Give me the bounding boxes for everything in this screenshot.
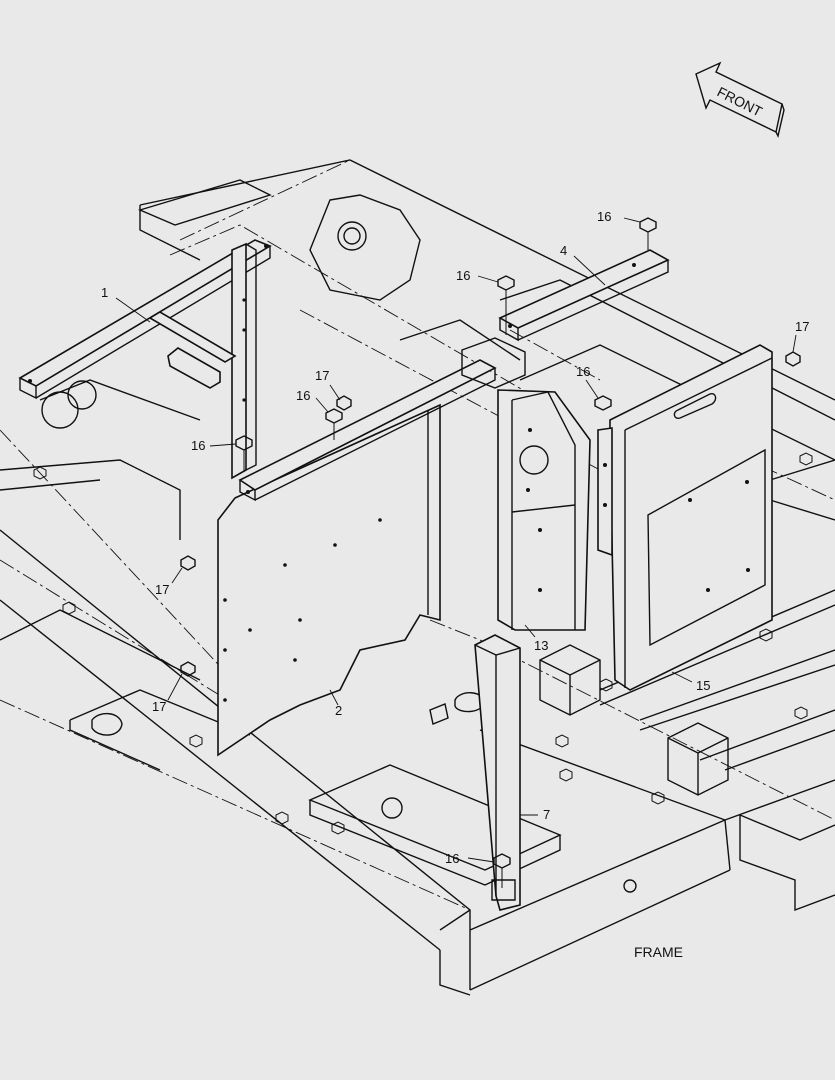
part-13-vertical-bracket (497, 389, 591, 631)
bolt-16-b (497, 275, 515, 335)
callout-16-f: 16 (445, 851, 459, 866)
part-7-front-post (474, 634, 521, 911)
base-frame (0, 159, 835, 996)
callout-17-c: 17 (155, 582, 169, 597)
callout-16-c: 16 (576, 364, 590, 379)
callout-16-b: 16 (456, 268, 470, 283)
bolt-16-e (235, 435, 253, 472)
bolt-16-a (639, 217, 657, 250)
bolt-16-d (325, 408, 343, 440)
callout-16-a: 16 (597, 209, 611, 224)
callouts: 1 2 4 7 13 15 16 16 16 16 16 16 17 17 17… (101, 209, 809, 960)
part-1-rear-bracket (18, 239, 272, 480)
callout-17-d: 17 (152, 699, 166, 714)
fasteners (180, 217, 801, 888)
bolt-16-c (594, 395, 612, 411)
callout-13: 13 (534, 638, 548, 653)
bolt-16-f (493, 853, 511, 888)
callout-4: 4 (560, 243, 567, 258)
callout-16-e: 16 (191, 438, 205, 453)
front-arrow: FRONT (695, 61, 785, 139)
callout-1: 1 (101, 285, 108, 300)
nut-17-c (180, 555, 196, 571)
part-4-upper-bracket (498, 249, 670, 342)
callout-7: 7 (543, 807, 550, 822)
nut-17-a (785, 351, 801, 367)
callout-15: 15 (696, 678, 710, 693)
nut-17-b (336, 395, 352, 411)
frame-label: FRAME (634, 944, 683, 960)
part-2-cover-panel (217, 337, 526, 757)
callout-17-b: 17 (315, 368, 329, 383)
part-15-side-panel (597, 344, 773, 691)
callout-17-a: 17 (795, 319, 809, 334)
leader-lines (115, 217, 797, 863)
callout-2: 2 (335, 703, 342, 718)
callout-16-d: 16 (296, 388, 310, 403)
nut-17-d (180, 661, 196, 677)
